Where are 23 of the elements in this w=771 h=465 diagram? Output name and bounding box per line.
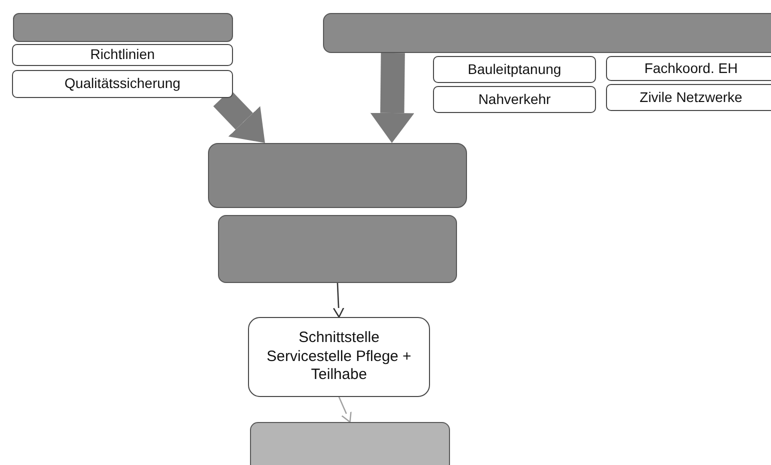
box-label: Qualitätssicherung: [64, 75, 180, 93]
arrow: [332, 282, 344, 318]
filled-box: [323, 13, 771, 53]
label-box: [606, 56, 771, 81]
box-label: Nahverkehr: [478, 90, 551, 108]
filled-box: [250, 422, 450, 465]
arrow: [338, 396, 352, 423]
block-arrow: [370, 52, 414, 143]
box-label: Fachkoord. EH: [644, 60, 738, 78]
box-label: Bauleitptanung: [468, 60, 562, 78]
label-box: [248, 317, 430, 397]
box-label: Richtlinien: [90, 46, 155, 64]
box-label: Zivile Netzwerke: [640, 88, 742, 106]
label-box: [12, 44, 233, 66]
label-box: [12, 70, 233, 98]
box-label: Schnittstelle Servicestelle Pflege + Teilhabe: [266, 328, 412, 386]
filled-box: [13, 13, 233, 42]
filled-box: [218, 215, 457, 283]
label-box: [433, 86, 596, 113]
filled-box: [208, 143, 467, 208]
block-arrow: [213, 90, 265, 143]
label-box: [606, 84, 771, 111]
label-box: [433, 56, 596, 83]
